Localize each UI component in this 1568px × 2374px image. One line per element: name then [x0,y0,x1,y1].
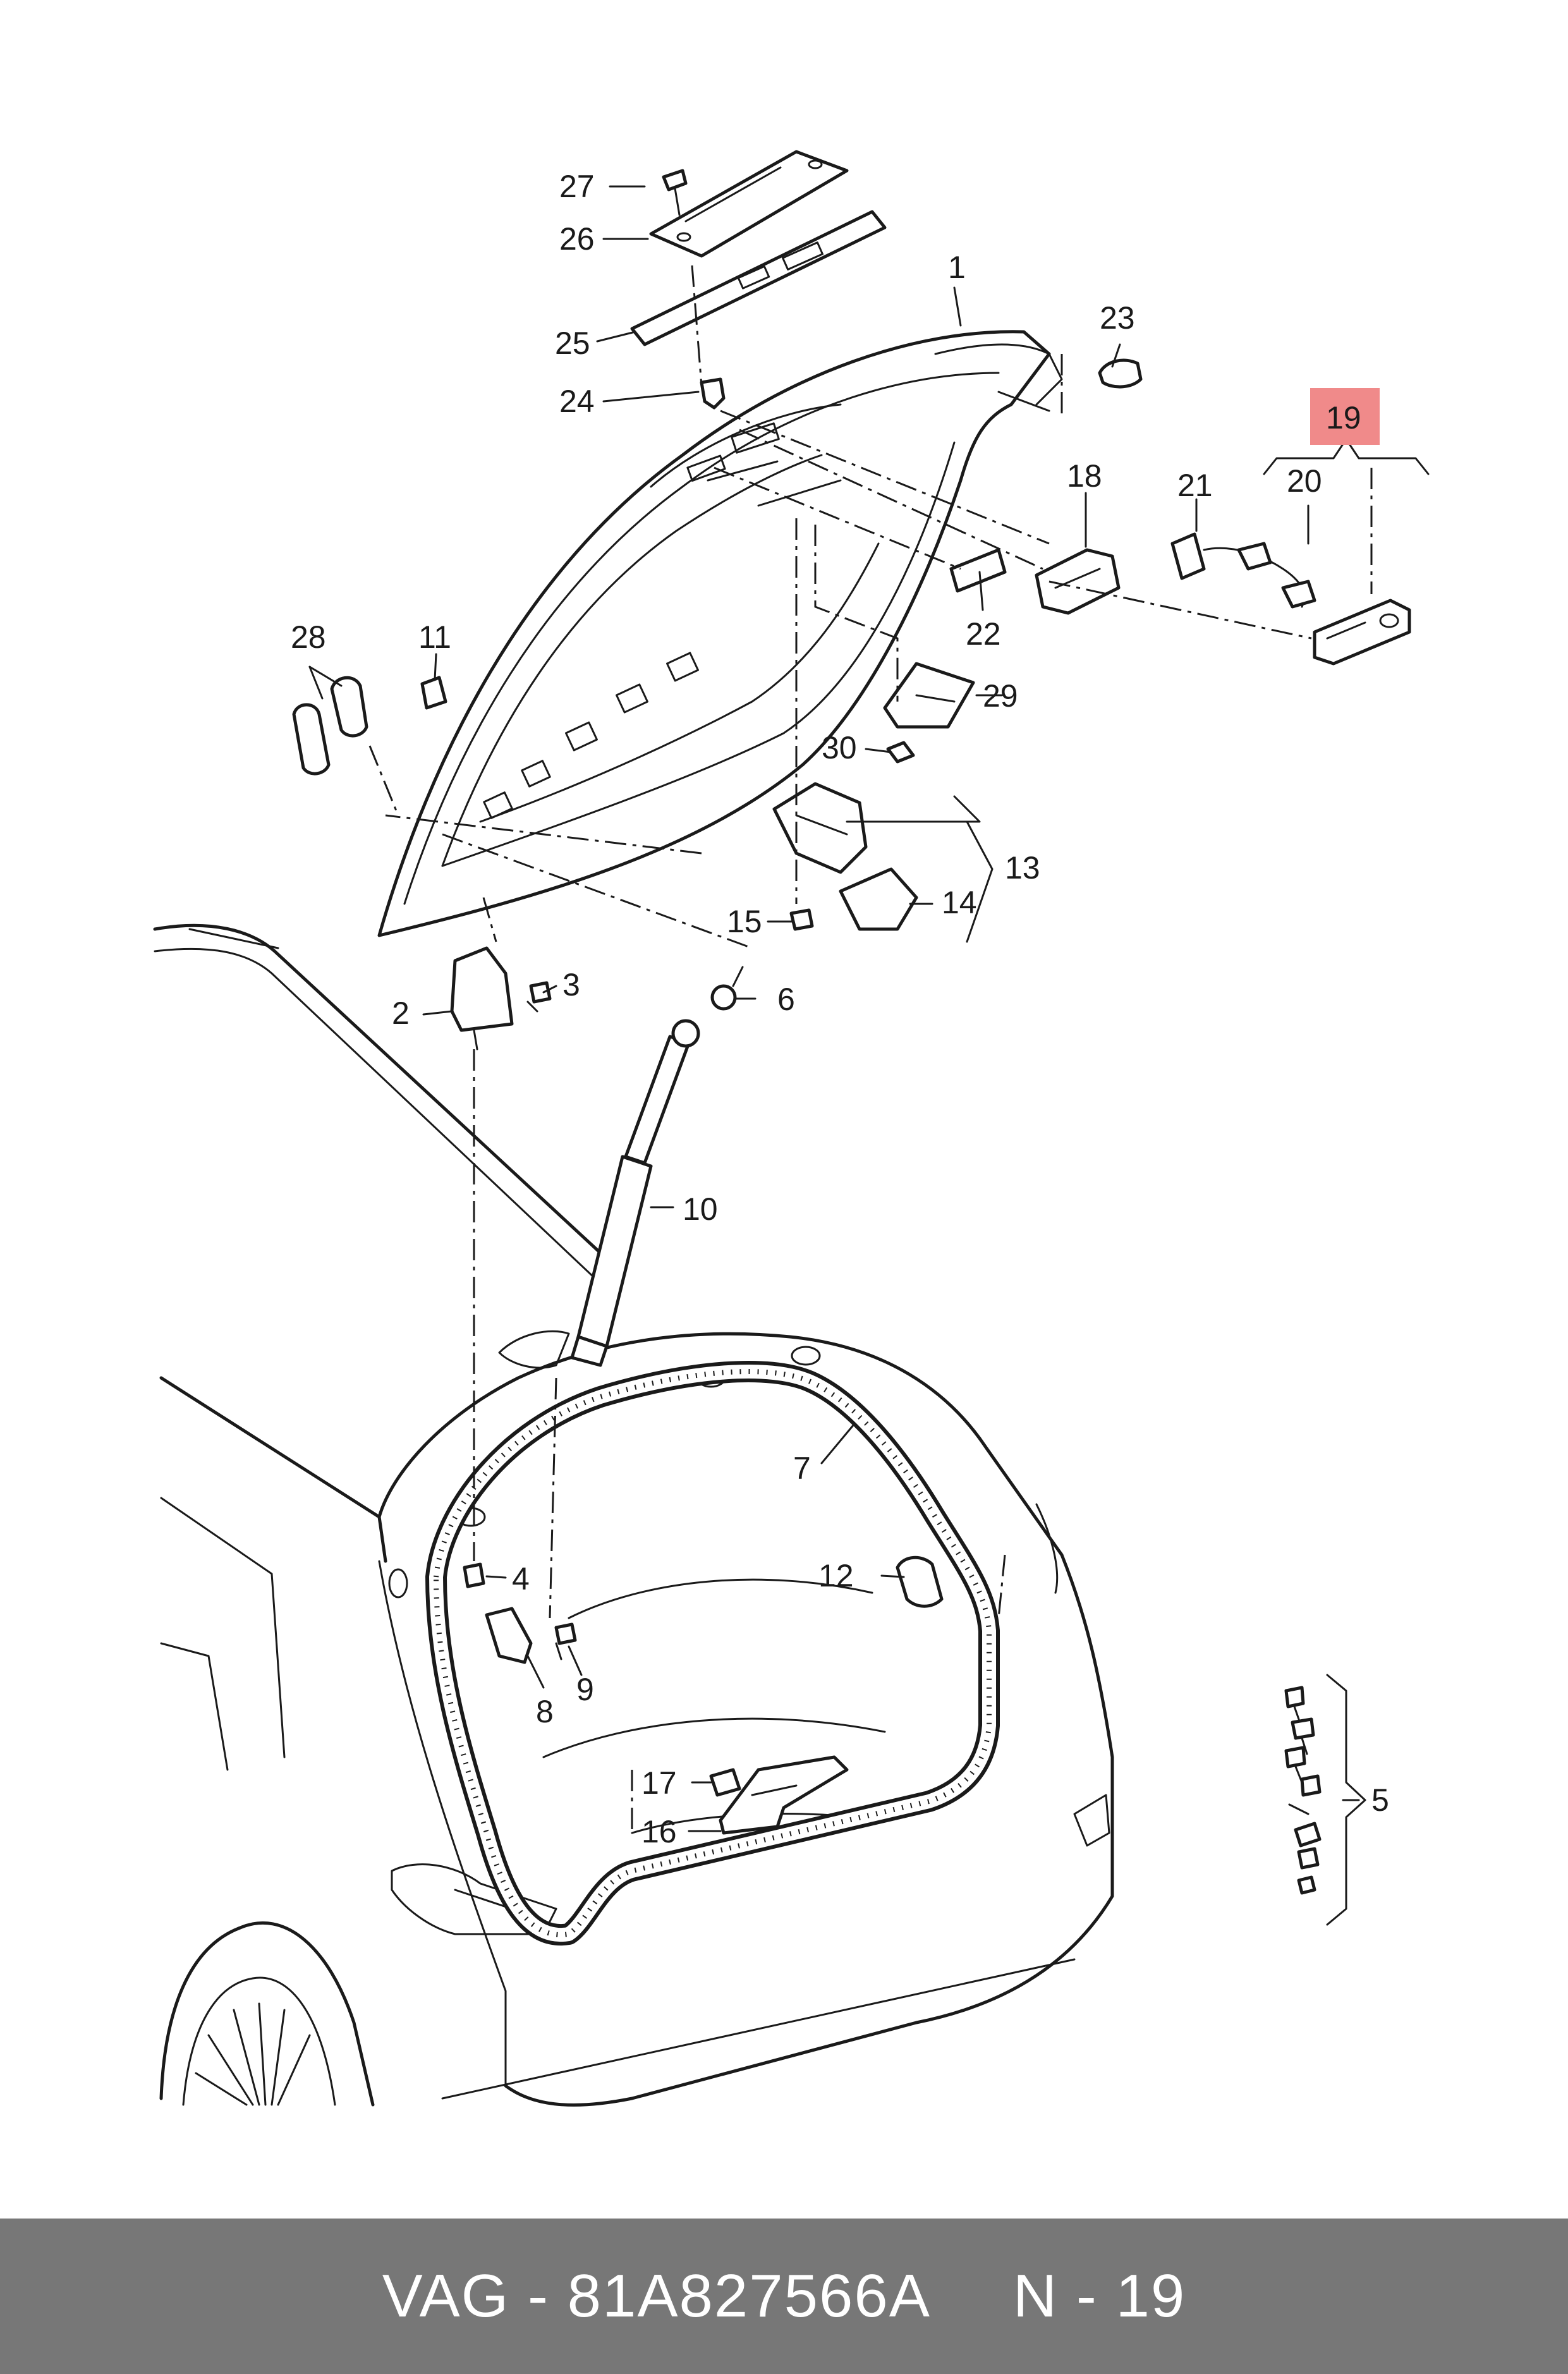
callout-14: 14 [942,885,977,920]
callout-22: 22 [966,616,1001,652]
tailgate-seal [425,1361,1000,1946]
part-number-text: VAG - 81A827566A [382,2262,931,2330]
callout-6: 6 [777,982,795,1017]
highlight-box [1310,388,1380,445]
reference-text: N - 19 [1012,2262,1186,2330]
callout-10: 10 [683,1191,718,1227]
callout-2: 2 [392,995,410,1031]
callout-21: 21 [1177,468,1213,503]
callouts: 1 2 3 4 5 6 7 8 9 10 11 12 13 14 15 16 1… [291,169,1389,1849]
leader-lines [308,185,1430,1926]
callout-11: 11 [418,619,451,655]
callout-1: 1 [948,250,966,285]
callout-23: 23 [1100,300,1135,336]
callout-18: 18 [1067,458,1102,494]
callout-16: 16 [641,1814,677,1849]
callout-27: 27 [559,169,595,204]
callout-12: 12 [818,1558,854,1593]
callout-5: 5 [1371,1782,1389,1818]
parts-diagram: 1 2 3 4 5 6 7 8 9 10 11 12 13 14 15 16 1… [153,150,1430,2107]
assembly-lines [368,265,1373,1833]
callout-4: 4 [512,1561,530,1597]
callout-17: 17 [641,1765,677,1801]
tailgate-panel [377,330,1063,937]
callout-24: 24 [559,384,595,419]
callout-30: 30 [822,730,857,765]
callout-3: 3 [562,967,580,1002]
callout-20: 20 [1287,463,1322,499]
screw-set [1284,1686,1322,1895]
callout-9: 9 [576,1672,594,1707]
callout-7: 7 [793,1451,811,1486]
footer-bar: VAG - 81A827566A N - 19 [0,2219,1568,2374]
callout-25: 25 [555,326,590,361]
callout-29: 29 [983,678,1018,714]
callout-13: 13 [1005,850,1040,886]
callout-19: 19 [1326,400,1361,435]
callout-8: 8 [536,1694,554,1729]
car-body [153,923,1114,2107]
callout-28: 28 [291,619,326,655]
callout-15: 15 [727,904,762,939]
callout-26: 26 [559,221,595,257]
